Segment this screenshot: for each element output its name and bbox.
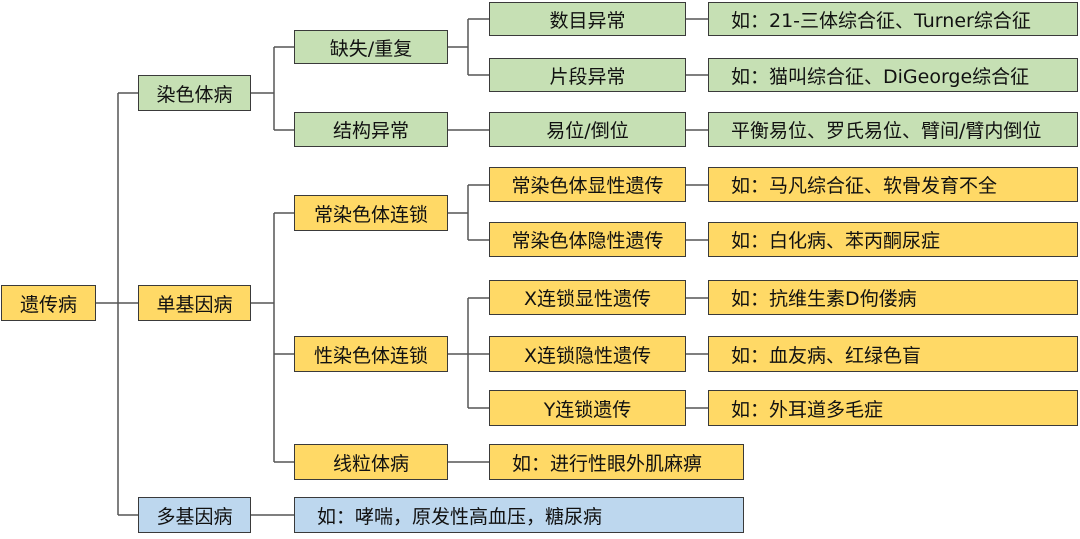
node-autosomal-linked: 常染色体连锁 xyxy=(294,195,448,231)
example-numerical: 如：21-三体综合征、Turner综合征 xyxy=(708,2,1078,36)
node-mitochondrial: 线粒体病 xyxy=(294,444,448,480)
node-deletion-duplication: 缺失/重复 xyxy=(294,30,448,64)
example-x-recessive: 如：血友病、红绿色盲 xyxy=(708,336,1078,372)
example-x-dominant: 如：抗维生素D佝偻病 xyxy=(708,280,1078,315)
node-numerical: 数目异常 xyxy=(489,2,686,36)
node-y-linked: Y连锁遗传 xyxy=(489,390,686,426)
example-y-linked: 如：外耳道多毛症 xyxy=(708,390,1078,426)
example-autosomal-dominant: 如：马凡综合征、软骨发育不全 xyxy=(708,167,1078,202)
node-structural: 结构异常 xyxy=(294,112,448,147)
node-mitochondrial-example: 如：进行性眼外肌麻痹 xyxy=(489,444,744,480)
node-autosomal-dominant: 常染色体显性遗传 xyxy=(489,167,686,202)
example-segmental: 如：猫叫综合征、DiGeorge综合征 xyxy=(708,58,1078,92)
example-autosomal-recessive: 如：白化病、苯丙酮尿症 xyxy=(708,222,1078,257)
node-segmental: 片段异常 xyxy=(489,58,686,92)
node-single-gene: 单基因病 xyxy=(138,285,251,321)
node-x-dominant: X连锁显性遗传 xyxy=(489,280,686,315)
node-autosomal-recessive: 常染色体隐性遗传 xyxy=(489,222,686,257)
node-multi-gene-example: 如：哮喘，原发性高血压，糖尿病 xyxy=(294,497,744,533)
node-root: 遗传病 xyxy=(1,285,96,321)
node-chromosomal: 染色体病 xyxy=(138,75,251,111)
node-multi-gene: 多基因病 xyxy=(138,497,251,533)
example-translocation: 平衡易位、罗氏易位、臂间/臂内倒位 xyxy=(708,112,1078,147)
node-sex-linked: 性染色体连锁 xyxy=(294,336,448,372)
node-translocation-inversion: 易位/倒位 xyxy=(489,112,686,147)
node-x-recessive: X连锁隐性遗传 xyxy=(489,336,686,372)
